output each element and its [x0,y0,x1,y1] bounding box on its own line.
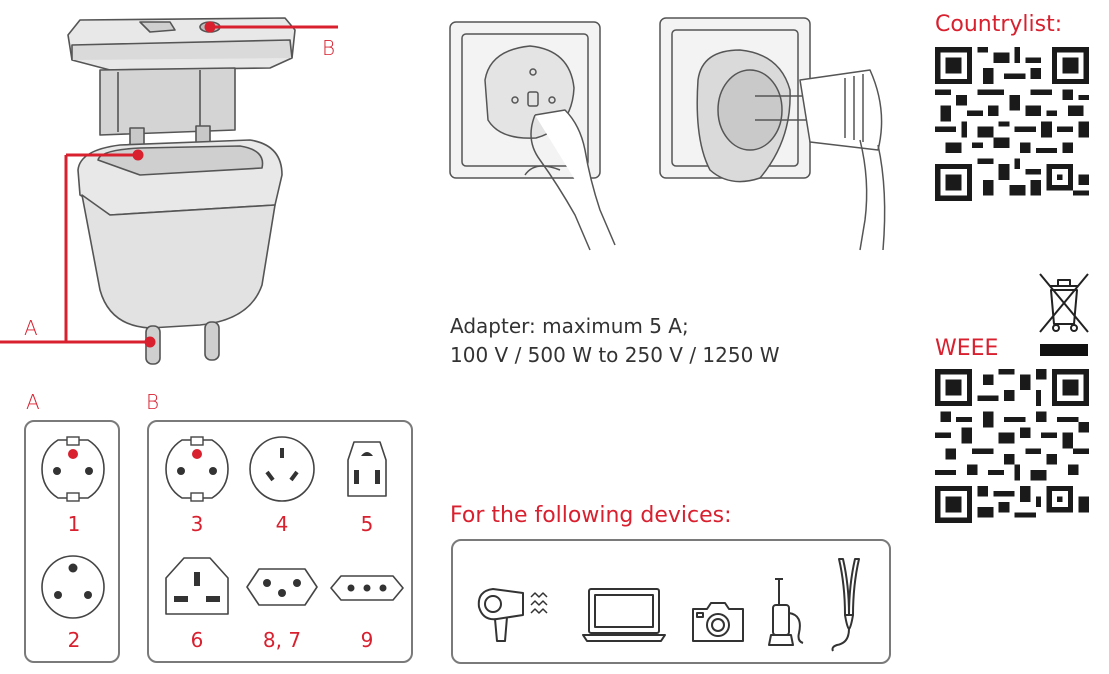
socket-usage-illustration [440,10,910,265]
callout-b-label: B [322,36,336,60]
adapter-diagram: B A [0,0,345,370]
adapter-spec-line-1: Adapter: maximum 5 A; [450,314,689,338]
plug-number-2: 2 [67,628,81,652]
weee-qr-code[interactable] [935,368,1089,524]
plug-type-9-icon [330,575,404,601]
plug-number-4: 4 [275,512,289,536]
plug-type-8-7-icon [246,568,318,606]
plug-group-b: 3 4 5 6 8, 7 9 [147,420,413,663]
vacuum-cleaner-icon [768,578,804,646]
adapter-spec-line-2: 100 V / 500 W to 250 V / 1250 W [450,343,780,367]
camera-icon [692,602,744,642]
hair-straightener-icon [831,558,860,652]
weee-heading: WEEE [935,336,999,361]
plug-number-8-7: 8, 7 [262,628,302,652]
devices-heading: For the following devices: [450,503,732,528]
callout-a-label: A [24,316,38,340]
plug-number-1: 1 [67,512,81,536]
plug-type-2-icon [41,555,105,619]
plug-type-5-icon [347,441,387,497]
plug-number-6: 6 [190,628,204,652]
hair-dryer-icon [477,588,548,642]
laptop-icon [582,588,666,642]
plug-number-9: 9 [360,628,374,652]
plug-group-a: 1 2 [24,420,120,663]
group-b-label: B [146,390,160,414]
countrylist-qr-code[interactable] [935,46,1089,202]
adapter-spec: Adapter: maximum 5 A; 100 V / 500 W to 2… [450,312,830,370]
plug-number-3: 3 [190,512,204,536]
crossed-out-bin-icon [1039,273,1089,356]
plug-type-6-icon [165,557,229,615]
plug-type-3-icon [165,436,229,502]
devices-panel [451,539,891,664]
plug-number-5: 5 [360,512,374,536]
countrylist-heading: Countrylist: [935,12,1063,37]
group-a-label: A [26,390,40,414]
plug-type-1-icon [41,436,105,502]
plug-type-4-icon [249,436,315,502]
